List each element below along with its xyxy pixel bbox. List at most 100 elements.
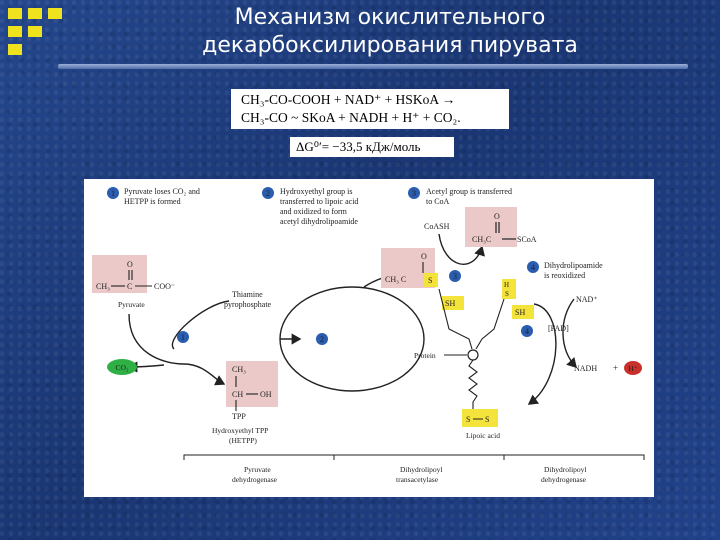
lipoyl-arm-right	[475, 298, 505, 350]
enzyme-2-line-2: transacetylase	[396, 475, 439, 484]
equation-line-2: CH₃-CO ~ SKoA + NADH + H⁺ + CO₂.	[241, 110, 461, 125]
plus-sign: +	[613, 363, 618, 373]
step-2-text-3: and oxidized to form	[280, 207, 348, 216]
step-3-text-1: Acetyl group is transferred	[426, 187, 512, 196]
bracket-transacetylase	[333, 454, 505, 460]
transacetylase-cycle	[279, 286, 425, 392]
pyruvate-coo: COO⁻	[154, 282, 175, 291]
title-underline	[58, 64, 688, 69]
step-2-text-2: transferred to lipoic acid	[280, 197, 358, 206]
lipoic-s2: S	[485, 415, 489, 424]
reduced-sh-badge	[512, 305, 534, 319]
lipoyl-arm-left	[438, 288, 473, 350]
step-4-badge	[527, 261, 539, 273]
step-2-marker	[316, 333, 328, 345]
enzyme-2-line-1: Dihydrolipoyl	[400, 465, 443, 474]
reduced-s: S	[505, 290, 509, 298]
bracket-lipoyl-dehydrogenase	[503, 454, 645, 460]
step-4-text-2: is reoxidized	[544, 271, 585, 280]
lipoic-label: Lipoic acid	[466, 431, 500, 440]
step-2-text-4: acetyl dihydrolipoamide	[280, 217, 358, 226]
pyruvate-box	[92, 255, 147, 293]
step-1-marker-number: 1	[181, 333, 185, 342]
bracket-pyruvate-dehydrogenase	[183, 454, 335, 460]
coash-label: CoASH	[424, 222, 450, 231]
hetpp-ch: CH	[232, 390, 243, 399]
step-4-text-1: Dihydrolipoamide	[544, 261, 603, 270]
enzyme-3-line-1: Dihydrolipoyl	[544, 465, 587, 474]
acetyl-lip-ch3c: CH₃ C	[385, 275, 406, 284]
enzyme-1-line-1: Pyruvate	[244, 465, 271, 474]
protein-label: Protein	[414, 351, 436, 360]
hetpp-box	[226, 361, 278, 407]
step-3-marker-number: 3	[453, 272, 457, 281]
step-2-marker-number: 2	[320, 335, 324, 344]
acetyl-lip-o: O	[421, 252, 427, 261]
lipoyl-chain	[468, 359, 478, 412]
hetpp-label-1: Hydroxyethyl TPP	[212, 426, 268, 435]
reduced-sh: SH	[515, 308, 525, 317]
acetyl-coa-ch3c: CH₃C	[472, 235, 491, 244]
hetpp-oh: OH	[260, 390, 272, 399]
delta-g-value: ΔG⁰′= −33,5 кДж/моль	[290, 137, 454, 157]
title-line-2: декарбоксилирования пирувата	[202, 33, 578, 58]
tpp-label-2: pyrophosphate	[224, 300, 272, 309]
co2-badge	[107, 359, 137, 375]
lipoic-s1: S	[466, 415, 470, 424]
fad-label: [FAD]	[548, 324, 569, 333]
acetyl-lip-s: S	[428, 276, 432, 285]
step-2-text-1: Hydroxyethyl group is	[280, 187, 352, 196]
lipoic-ring-badge	[462, 409, 498, 427]
hetpp-formation-arrow	[183, 363, 226, 386]
step-4-marker	[521, 325, 533, 337]
title-line-1: Механизм окислительного	[234, 5, 546, 30]
acetyl-s-badge	[424, 273, 438, 287]
h-plus-label: H⁺	[628, 364, 637, 373]
reaction-equation: CH₃-CO-COOH + NAD⁺ + HSKoA → CH₃-CO ~ SK…	[231, 89, 509, 129]
reoxidation-arrow	[527, 303, 557, 405]
co2-label: CO₂	[115, 363, 128, 372]
hetpp-ch3: CH₃	[232, 365, 246, 374]
nad-label: NAD⁺	[576, 295, 598, 304]
step-4-marker-number: 4	[525, 327, 529, 336]
nadh-label: NADH	[574, 364, 597, 373]
step-4-number: 4	[531, 263, 535, 272]
acetyl-lip-sh: SH	[445, 299, 455, 308]
step-3-number: 3	[412, 189, 416, 198]
acetyl-coa-scoa: SCoA	[517, 235, 537, 244]
pyruvate-ch3: CH₃	[96, 282, 110, 291]
mechanism-figure: 1 Pyruvate loses CO₂ and HETPP is formed…	[84, 179, 654, 497]
coa-arrow	[438, 233, 485, 265]
h-plus-badge	[624, 361, 642, 375]
enzyme-1-line-2: dehydrogenase	[232, 475, 278, 484]
acetyl-coa-o: O	[494, 212, 500, 221]
tpp-return-arrow	[171, 300, 230, 350]
enzyme-3-line-2: dehydrogenase	[541, 475, 587, 484]
step-2-badge	[262, 187, 274, 199]
decarboxylation-arrow	[128, 313, 185, 365]
step-1-text-2: HETPP is formed	[124, 197, 181, 206]
hetpp-label-2: (HETPP)	[229, 436, 257, 445]
equation-line-1: CH₃-CO-COOH + NAD⁺ + HSKoA →	[241, 92, 456, 107]
tpp-label-1: Thiamine	[232, 290, 263, 299]
reduced-h: H	[504, 281, 509, 289]
nad-reduction-arrow	[562, 298, 577, 369]
acetyl-sh-badge	[442, 296, 464, 310]
logo-squares-icon	[6, 6, 70, 70]
pyruvate-label: Pyruvate	[118, 300, 145, 309]
pyruvate-c: C	[127, 282, 132, 291]
step-3-text-2: to CoA	[426, 197, 450, 206]
acetyl-coa-box	[465, 207, 517, 247]
step-3-marker	[449, 270, 461, 282]
step-1-marker	[177, 331, 189, 343]
step-3-badge	[408, 187, 420, 199]
step-1-text-1: Pyruvate loses CO₂ and	[124, 187, 200, 196]
pyruvate-o: O	[127, 260, 133, 269]
mechanism-diagram: 1 Pyruvate loses CO₂ and HETPP is formed…	[92, 187, 645, 484]
slide-title: Механизм окислительного декарбоксилирова…	[110, 4, 670, 60]
protein-node	[467, 349, 479, 361]
reduced-s-badge	[502, 279, 516, 299]
step-1-badge	[107, 187, 119, 199]
step-2-number: 2	[266, 189, 270, 198]
hetpp-tpp: TPP	[232, 412, 246, 421]
